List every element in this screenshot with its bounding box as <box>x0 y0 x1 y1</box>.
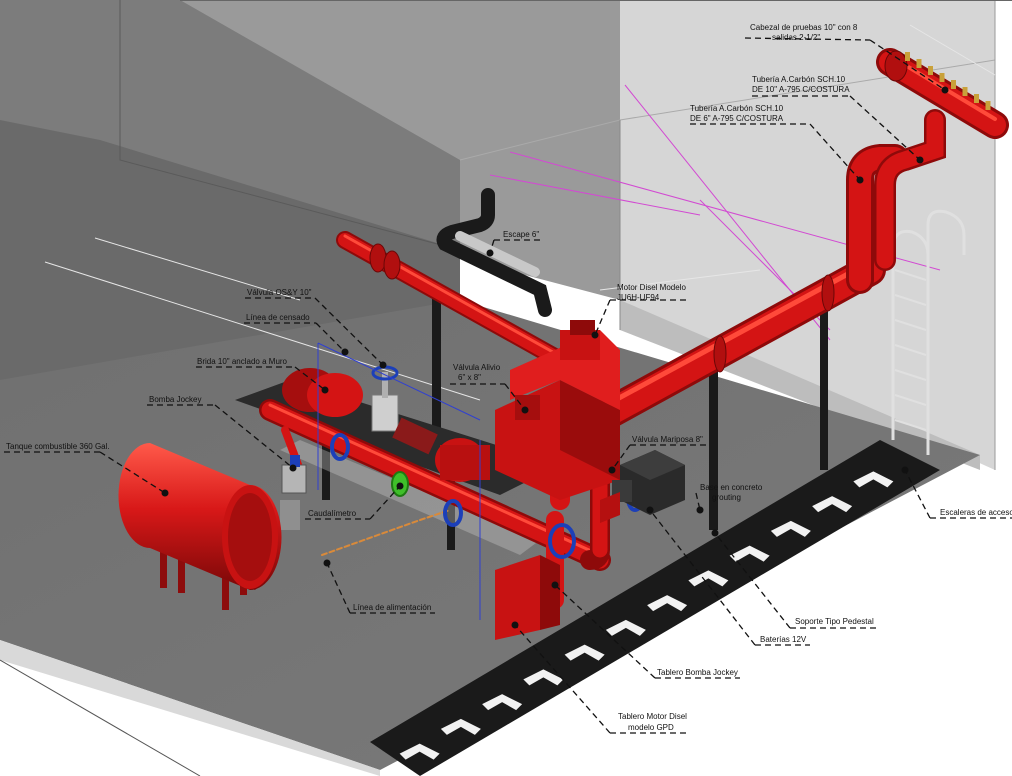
label-cabezal-line2: salidas 2-1/2" <box>772 33 820 42</box>
control-outline <box>317 342 481 620</box>
label-escape: Escape 6" <box>503 230 539 239</box>
label-valvula-alivio-line1: Válvula Alivio <box>453 363 501 372</box>
label-tuberia6-line1: Tubería A.Carbón SCH.10 <box>690 104 784 113</box>
hose-outlet <box>916 59 922 68</box>
hazard-strip <box>370 440 940 776</box>
batteries <box>612 450 685 515</box>
hazard-chevron <box>770 520 811 537</box>
hazard-chevron <box>523 669 564 686</box>
callout-dots <box>161 86 949 629</box>
osy-valve <box>371 365 399 432</box>
label-valvula-osy: Válvula OS&Y 10" <box>247 288 312 297</box>
hazard-chevron <box>647 595 688 612</box>
fuel-tank <box>118 440 282 610</box>
label-soporte: Soporte Tipo Pedestal <box>795 617 874 626</box>
hazard-chevron <box>812 496 853 513</box>
label-caudalimetro: Caudalímetro <box>308 509 357 518</box>
hose-outlet <box>985 101 991 110</box>
dimension-lines <box>44 24 996 401</box>
callouts <box>4 37 1012 734</box>
main-pump-casing <box>282 368 490 482</box>
label-baterias: Baterías 12V <box>760 635 807 644</box>
label-tablero-jockey: Tablero Bomba Jockey <box>657 668 738 677</box>
labels: Cabezal de pruebas 10" con 8 salidas 2-1… <box>6 23 1012 732</box>
label-tuberia10-line1: Tubería A.Carbón SCH.10 <box>752 75 846 84</box>
label-linea-censado: Línea de censado <box>246 313 310 322</box>
floor <box>0 300 980 770</box>
hazard-chevron <box>853 471 894 488</box>
hose-outlet <box>939 73 945 82</box>
hazard-chevron <box>440 718 481 735</box>
hose-outlet <box>905 52 910 61</box>
label-base-line2: grouting <box>712 493 741 502</box>
test-header-outlets <box>905 52 991 110</box>
label-tablero-motor-line2: modelo GPD <box>628 723 674 732</box>
label-motor-line2: JU6H-UF94 <box>617 293 660 302</box>
strainer <box>392 417 438 455</box>
hazard-chevron <box>688 570 729 587</box>
hose-outlet <box>974 94 979 103</box>
label-base-line1: Base en concreto <box>700 483 763 492</box>
label-tuberia6-line2: DE 6" A-795 C/COSTURA <box>690 114 784 123</box>
label-valvula-alivio-line2: 6" x 8" <box>458 373 481 382</box>
label-valvula-mariposa: Válvula Mariposa 8" <box>632 435 703 444</box>
label-tuberia10-line2: DE 10" A-795 C/COSTURA <box>752 85 850 94</box>
hazard-chevron <box>729 545 770 562</box>
flanges <box>369 50 908 373</box>
pedestal-supports <box>322 290 828 550</box>
hazard-chevron <box>399 743 440 760</box>
hazard-chevron <box>564 644 605 661</box>
label-motor-line1: Motor Disel Modelo <box>617 283 686 292</box>
jockey-pump <box>281 455 307 494</box>
label-escaleras: Escaleras de acceso <box>940 508 1012 517</box>
hazard-chevron <box>482 694 523 711</box>
control-panels <box>495 492 620 640</box>
hose-outlet <box>928 66 933 75</box>
label-tanque: Tanque combustible 360 Gal. <box>6 442 110 451</box>
label-bomba-jockey: Bomba Jockey <box>149 395 201 404</box>
label-tablero-motor-line1: Tablero Motor Disel <box>618 712 687 721</box>
label-linea-alimentacion: Línea de alimentación <box>353 603 431 612</box>
label-cabezal-line1: Cabezal de pruebas 10" con 8 <box>750 23 858 32</box>
hose-outlet <box>962 87 968 96</box>
floor-slab-edge <box>0 640 380 776</box>
hazard-chevron <box>605 619 646 636</box>
label-brida: Brida 10" anclado a Muro <box>197 357 288 366</box>
hose-outlet <box>951 80 956 89</box>
right-wall <box>180 0 995 470</box>
